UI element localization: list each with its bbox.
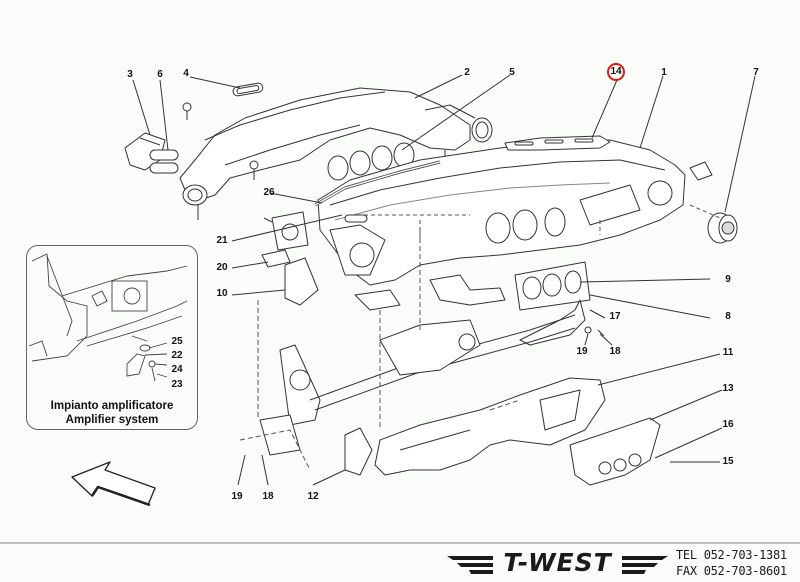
callout-26: 26 — [263, 187, 275, 198]
callout-15: 15 — [722, 456, 734, 467]
amplifier-system-inset: 25 22 24 23 Impianto amplificatore Ampli… — [26, 245, 198, 430]
contact-tel: TEL 052-703-1381 — [676, 548, 787, 562]
arrow-up-left-icon — [71, 461, 156, 506]
callout-9: 9 — [725, 274, 731, 285]
callout-13: 13 — [722, 383, 734, 394]
callout-10: 10 — [216, 288, 228, 299]
callout-3: 3 — [127, 69, 133, 80]
callout-5: 5 — [509, 67, 515, 78]
callout-8: 8 — [725, 311, 731, 322]
gauge-bracket-assembly — [354, 261, 605, 346]
callout-17: 17 — [609, 311, 621, 322]
exploded-parts-diagram — [71, 74, 756, 507]
inset-caption-english: Amplifier system — [65, 414, 159, 426]
callout-2: 2 — [464, 67, 470, 78]
inset-callout-22: 22 — [171, 350, 183, 361]
callout-18-right: 18 — [609, 346, 621, 357]
inset-caption-italian: Impianto amplificatore — [50, 400, 174, 412]
cross-car-beam — [259, 314, 576, 456]
callout-1: 1 — [661, 67, 667, 78]
callout-6: 6 — [157, 69, 163, 80]
callout-14-highlighted[interactable]: 14 — [607, 63, 625, 81]
upper-air-duct — [124, 82, 493, 220]
logo-wings-icon — [447, 556, 668, 574]
callout-11: 11 — [722, 347, 734, 358]
left-brackets — [261, 211, 386, 306]
callout-21: 21 — [216, 235, 228, 246]
callout-12: 12 — [307, 491, 319, 502]
projection-lines — [239, 230, 521, 471]
contact-fax: FAX 052-703-8601 — [676, 564, 787, 578]
brand-name: T-WEST — [503, 548, 612, 577]
amplifier-detail-drawing — [28, 253, 188, 382]
callout-4: 4 — [183, 68, 189, 79]
inset-callout-23: 23 — [171, 379, 183, 390]
dashboard-main-panel — [314, 135, 738, 286]
callout-19-left: 19 — [231, 491, 243, 502]
callout-7: 7 — [753, 67, 759, 78]
leader-lines — [132, 74, 756, 486]
callout-19-right: 19 — [576, 346, 588, 357]
inset-callout-24: 24 — [171, 364, 183, 375]
callout-16: 16 — [722, 419, 734, 430]
callout-18-left: 18 — [262, 491, 274, 502]
footer-divider — [0, 542, 800, 544]
inset-callout-25: 25 — [171, 336, 183, 347]
lower-trim-panels — [344, 377, 661, 486]
t-west-logo: T-WEST — [445, 548, 670, 578]
callout-20: 20 — [216, 262, 228, 273]
